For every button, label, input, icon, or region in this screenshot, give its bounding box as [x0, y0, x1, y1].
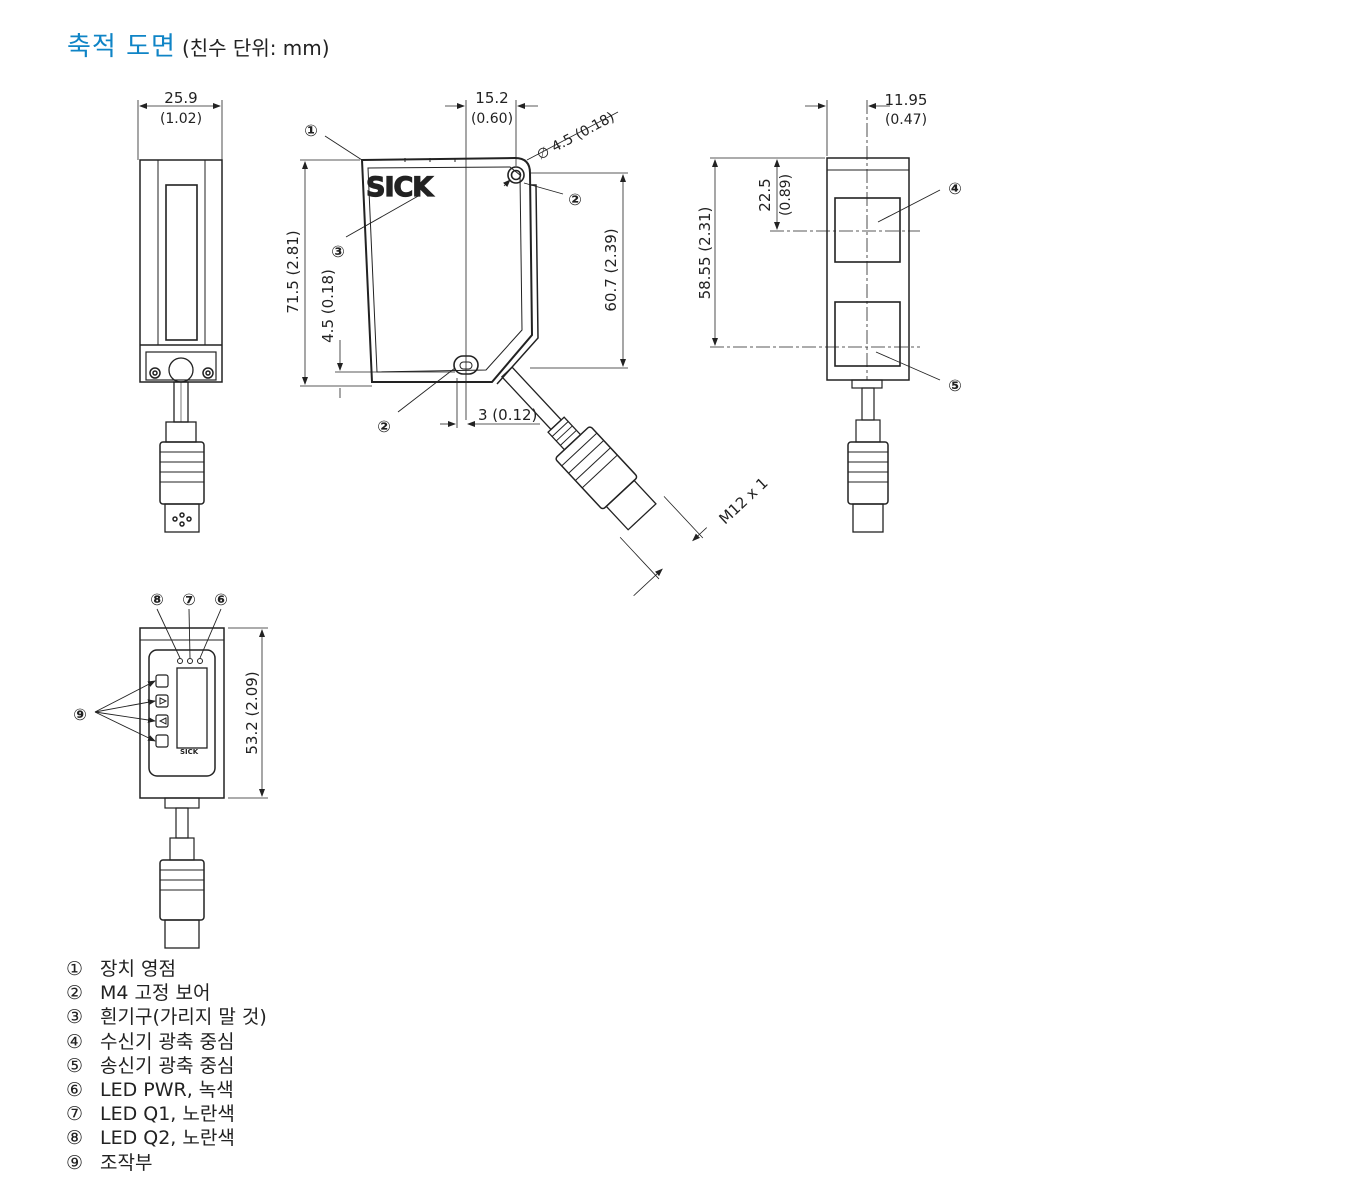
side-view	[137, 100, 223, 533]
legend-number: ⑧	[66, 1127, 84, 1150]
dim-optic-top-inch: (0.89)	[778, 174, 794, 216]
legend-text: 흰기구(가리지 말 것)	[100, 1006, 267, 1029]
callout-2-bottom: ②	[377, 417, 391, 436]
callout-8: ⑧	[150, 590, 164, 609]
legend-item: ② M4 고정 보어	[66, 981, 267, 1005]
dim-hole-offset-inch: (0.60)	[471, 111, 513, 127]
legend-text: 송신기 광축 중심	[100, 1054, 235, 1077]
callout-6: ⑥	[214, 590, 228, 609]
legend-text: LED Q2, 노란색	[100, 1127, 235, 1150]
dim-body-height: 60.7 (2.39)	[602, 228, 620, 311]
legend-text: 수신기 광축 중심	[100, 1030, 235, 1053]
callout-7: ⑦	[182, 590, 196, 609]
dim-side-width: 25.9	[164, 89, 197, 107]
legend: ① 장치 영점 ② M4 고정 보어 ③ 흰기구(가리지 말 것) ④ 수신기 광축 중…	[66, 957, 267, 1175]
callout-2-top: ②	[568, 190, 582, 209]
legend-text: LED PWR, 녹색	[100, 1079, 234, 1102]
dim-hole-offset: 15.2	[475, 89, 508, 107]
dim-side-width-inch: (1.02)	[160, 111, 202, 127]
legend-item: ① 장치 영점	[66, 957, 267, 981]
dim-front-width: 11.95	[885, 91, 928, 109]
sick-logo: SICK	[366, 172, 434, 203]
callout-5: ⑤	[948, 376, 962, 395]
legend-text: 조작부	[100, 1151, 153, 1174]
front-view	[710, 100, 941, 533]
title-main: 축적 도면	[67, 32, 176, 62]
dim-optic-spacing: 58.55 (2.31)	[696, 207, 714, 300]
callout-3: ③	[331, 242, 345, 261]
panel-logo: SICK	[180, 748, 199, 756]
dim-slot-offset: 3 (0.12)	[478, 406, 537, 424]
dim-connector-thread: M12 x 1	[715, 474, 771, 528]
legend-item: ⑥ LED PWR, 녹색	[66, 1078, 267, 1102]
legend-number: ⑨	[66, 1151, 84, 1174]
legend-number: ③	[66, 1006, 84, 1029]
dim-optic-top: 22.5	[756, 178, 774, 211]
dim-panel-height: 53.2 (2.09)	[243, 671, 261, 754]
callout-4: ④	[948, 179, 962, 198]
legend-item: ⑦ LED Q1, 노란색	[66, 1102, 267, 1126]
legend-text: M4 고정 보어	[100, 982, 211, 1005]
dim-front-width-inch: (0.47)	[885, 112, 927, 128]
legend-text: LED Q1, 노란색	[100, 1103, 235, 1126]
legend-number: ①	[66, 958, 84, 980]
legend-number: ④	[66, 1030, 84, 1053]
panel-view	[94, 608, 268, 949]
legend-item: ④ 수신기 광축 중심	[66, 1030, 267, 1054]
legend-item: ⑨ 조작부	[66, 1151, 267, 1175]
dim-bottom-offset: 4.5 (0.18)	[319, 269, 337, 343]
main-view	[300, 100, 708, 597]
legend-number: ⑤	[66, 1054, 84, 1077]
legend-item: ⑤ 송신기 광축 중심	[66, 1054, 267, 1078]
callout-1: ①	[304, 121, 318, 140]
legend-item: ③ 흰기구(가리지 말 것)	[66, 1005, 267, 1029]
dim-total-height: 71.5 (2.81)	[284, 230, 302, 313]
dimension-drawing: 25.9 (1.02)	[73, 89, 962, 949]
dim-hole-diameter: ∅ 4.5 (0.18)	[534, 109, 617, 163]
legend-text: 장치 영점	[100, 958, 176, 980]
title-unit: (친수 단위: mm)	[181, 36, 330, 60]
legend-number: ⑦	[66, 1103, 84, 1126]
page-title: 축적 도면(친수 단위: mm)	[67, 26, 330, 63]
callout-9: ⑨	[73, 705, 87, 724]
legend-number: ⑥	[66, 1079, 84, 1102]
legend-number: ②	[66, 982, 84, 1005]
legend-item: ⑧ LED Q2, 노란색	[66, 1126, 267, 1150]
